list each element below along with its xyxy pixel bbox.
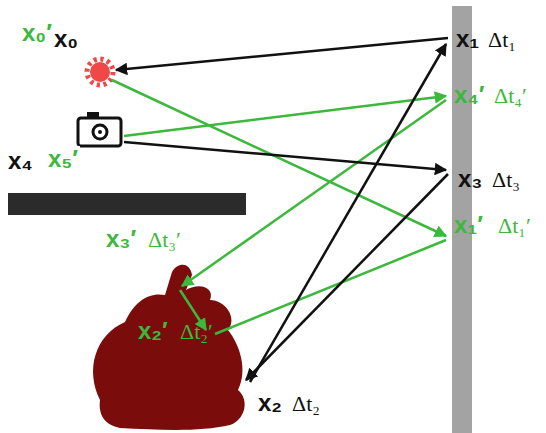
point-label: x₀: [52, 26, 80, 52]
point-label: x₃′: [104, 226, 138, 252]
point-label: x₄′: [452, 82, 487, 108]
time-label: Δt₃′: [146, 228, 183, 252]
point-label: x₂: [256, 390, 284, 416]
time-label: Δt₂′: [178, 320, 215, 344]
point-label: x₁′: [452, 212, 485, 238]
black-light-path: [116, 38, 448, 382]
camera-icon: [78, 112, 121, 146]
point-label: x₃: [456, 166, 484, 192]
point-label: x₄: [6, 148, 35, 174]
occluder: [8, 193, 246, 215]
time-label: Δt₄′: [492, 84, 529, 108]
bunny-object: [93, 265, 245, 430]
time-label: Δt₃: [490, 168, 522, 192]
light-source: [87, 59, 113, 85]
time-label: Δt₂: [290, 392, 322, 416]
point-label: x₀′: [20, 20, 54, 46]
time-label: Δt₁: [486, 28, 518, 52]
time-label: Δt₁′: [496, 214, 533, 238]
green-light-path: [112, 80, 446, 334]
point-label: x₁: [454, 26, 481, 52]
point-label: x₂′: [136, 318, 170, 344]
point-label: x₅′: [46, 146, 80, 172]
